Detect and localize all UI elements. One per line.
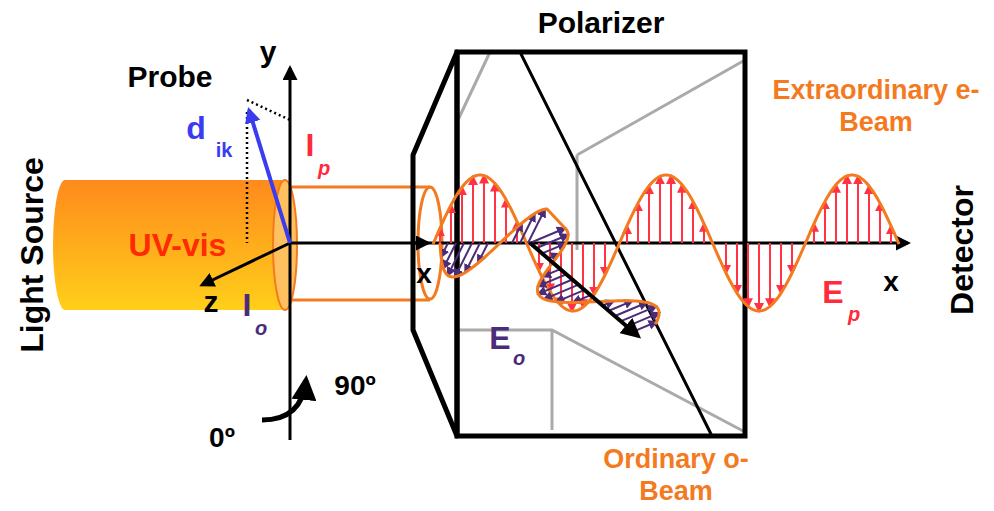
dipole-vector bbox=[247, 100, 290, 243]
node-label: UV-vis bbox=[129, 229, 227, 261]
e-field-arrow bbox=[670, 176, 672, 243]
o-field-arrow bbox=[544, 285, 578, 299]
o-beam-axis bbox=[530, 243, 638, 336]
e-field-arrow bbox=[681, 185, 683, 243]
o-field-arrow bbox=[530, 228, 565, 243]
e-field-arrow bbox=[483, 176, 485, 243]
e-field-arrow bbox=[769, 243, 771, 306]
subscript: p bbox=[318, 158, 330, 178]
e-field-arrow bbox=[879, 203, 881, 243]
light-waves bbox=[433, 175, 899, 332]
node-heading: Polarizer bbox=[457, 8, 745, 38]
field-symbol: E bbox=[489, 322, 510, 354]
e-wave bbox=[433, 175, 899, 311]
subscript: o bbox=[513, 348, 525, 368]
e-field-arrow bbox=[461, 187, 463, 243]
e-field-arrow bbox=[835, 185, 837, 243]
dipole-symbol: d bbox=[186, 112, 206, 144]
e-field-arrow bbox=[857, 176, 859, 243]
e-field-arrow bbox=[824, 201, 826, 243]
e-field-arrow bbox=[593, 243, 595, 295]
beam-label: Extraordinary e-Beam bbox=[769, 74, 984, 139]
axis-label: x bbox=[416, 260, 432, 288]
subscript: p bbox=[848, 304, 860, 324]
beam-label: Ordinary o-Beam bbox=[596, 442, 756, 507]
subscript: ik bbox=[216, 140, 233, 160]
o-field-arrow bbox=[448, 243, 464, 275]
e-field-arrow bbox=[494, 184, 496, 243]
o-field-arrow bbox=[538, 279, 572, 293]
light-source-cylinder: UV-vis bbox=[65, 180, 290, 310]
e-field-arrow bbox=[868, 186, 870, 243]
light-cylinder bbox=[53, 180, 297, 310]
beam-tube bbox=[290, 187, 430, 300]
e-field-arrow bbox=[780, 243, 782, 293]
o-wave bbox=[440, 209, 659, 324]
e-field-arrow bbox=[637, 203, 639, 243]
intensity-symbol: I bbox=[306, 129, 315, 161]
source-label: Light Source bbox=[16, 157, 48, 353]
e-field-arrow bbox=[659, 176, 661, 243]
e-field-arrow bbox=[692, 201, 694, 243]
e-field-arrow bbox=[736, 243, 738, 293]
e-field-arrow bbox=[472, 177, 474, 243]
subscript: o bbox=[255, 318, 267, 338]
axes bbox=[202, 68, 908, 440]
o-field-arrow bbox=[621, 306, 656, 321]
axis-label: y bbox=[260, 37, 277, 67]
polarizer-box: Polarizer bbox=[457, 52, 745, 436]
probe-label: Probe bbox=[127, 62, 212, 92]
angle-label: 90º bbox=[334, 372, 375, 400]
field-symbol: E bbox=[822, 276, 843, 308]
axis-label: x bbox=[883, 268, 899, 296]
angle-label: 0º bbox=[209, 424, 235, 452]
detector-label: Detector bbox=[946, 185, 978, 315]
intensity-symbol: I bbox=[243, 289, 252, 321]
e-field-arrow bbox=[747, 243, 749, 306]
axis-label: z bbox=[204, 287, 219, 317]
o-field-arrow bbox=[633, 322, 656, 332]
e-field-arrow bbox=[758, 243, 760, 311]
o-field-arrow bbox=[615, 303, 647, 316]
e-field-arrow bbox=[648, 186, 650, 243]
e-field-arrow bbox=[450, 205, 452, 243]
e-field-arrow bbox=[846, 176, 848, 243]
o-field-arrow bbox=[627, 313, 659, 326]
